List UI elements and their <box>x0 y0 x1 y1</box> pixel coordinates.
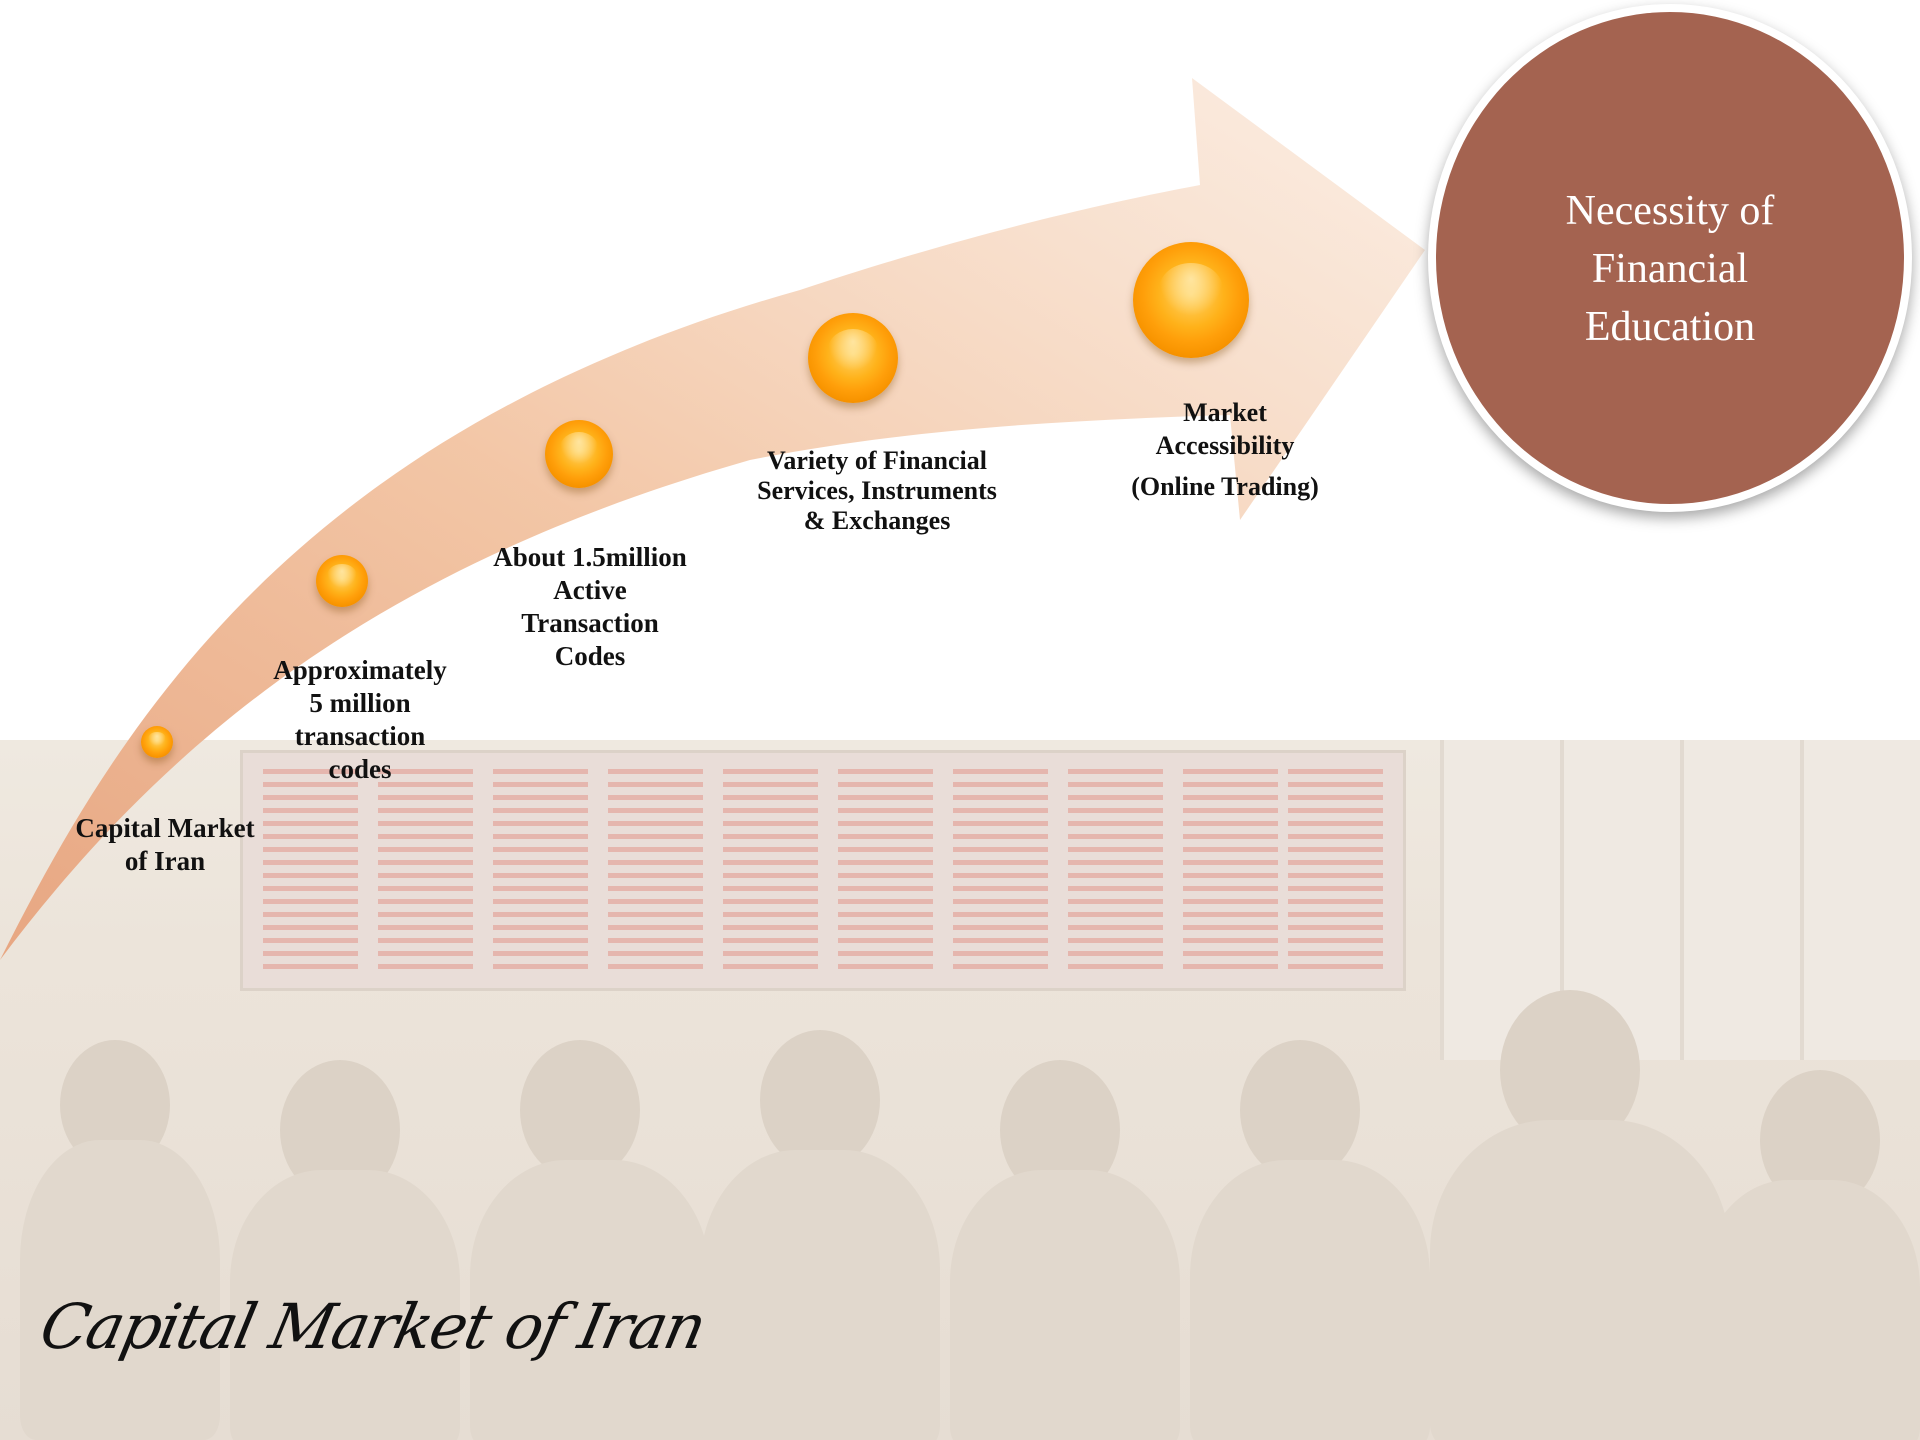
label-line: transaction <box>294 721 426 751</box>
ticker-column <box>608 769 703 969</box>
label-line: codes <box>328 754 392 784</box>
milestone-label-2: Approximately 5 million transaction code… <box>230 654 490 786</box>
label-line: & Exchanges <box>803 506 951 535</box>
label-line: Capital Market <box>75 813 255 843</box>
goal-text: Necessity of Financial Education <box>1505 182 1835 356</box>
milestone-label-4: Variety of Financial Services, Instrumen… <box>727 446 1027 536</box>
label-line: Market <box>1183 398 1267 427</box>
label-line: Transaction <box>521 608 659 638</box>
label-line: of Iran <box>124 846 206 876</box>
ticker-column <box>493 769 588 969</box>
milestone-dot-4 <box>808 313 898 403</box>
ticker-column <box>723 769 818 969</box>
ticker-column <box>953 769 1048 969</box>
ticker-column <box>1288 769 1383 969</box>
goal-line: Education <box>1584 304 1756 350</box>
arrow-shape <box>0 78 1425 960</box>
milestone-label-1: Capital Market of Iran <box>40 812 290 878</box>
ticker-column <box>1183 769 1278 969</box>
label-line: Services, Instruments <box>757 476 997 505</box>
label-line: About 1.5million <box>493 542 687 572</box>
ticker-column <box>1068 769 1163 969</box>
milestone-dot-1 <box>141 726 173 758</box>
label-line: Codes <box>554 641 626 671</box>
goal-line: Financial <box>1591 246 1749 292</box>
label-line: Variety of Financial <box>766 446 988 475</box>
milestone-dot-2 <box>316 555 368 607</box>
goal-circle: Necessity of Financial Education <box>1428 4 1912 512</box>
ticker-column <box>378 769 473 969</box>
milestone-label-3: About 1.5million Active Transaction Code… <box>460 541 720 673</box>
label-line: (Online Trading) <box>1131 472 1319 501</box>
ticker-column <box>838 769 933 969</box>
label-line: Approximately <box>273 655 447 685</box>
label-line: Active <box>553 575 627 605</box>
label-line: 5 million <box>309 688 411 718</box>
label-line: Accessibility <box>1155 431 1295 460</box>
milestone-dot-3 <box>545 420 613 488</box>
background-photo <box>0 740 1920 1440</box>
milestone-dot-5 <box>1133 242 1249 358</box>
window-frame <box>1440 740 1920 1060</box>
stock-ticker-board <box>240 750 1406 991</box>
goal-line: Necessity of <box>1565 188 1775 234</box>
footer-title: Capital Market of Iran <box>34 1290 712 1363</box>
milestone-label-5: Market Accessibility (Online Trading) <box>1090 396 1360 503</box>
ticker-column <box>263 769 358 969</box>
